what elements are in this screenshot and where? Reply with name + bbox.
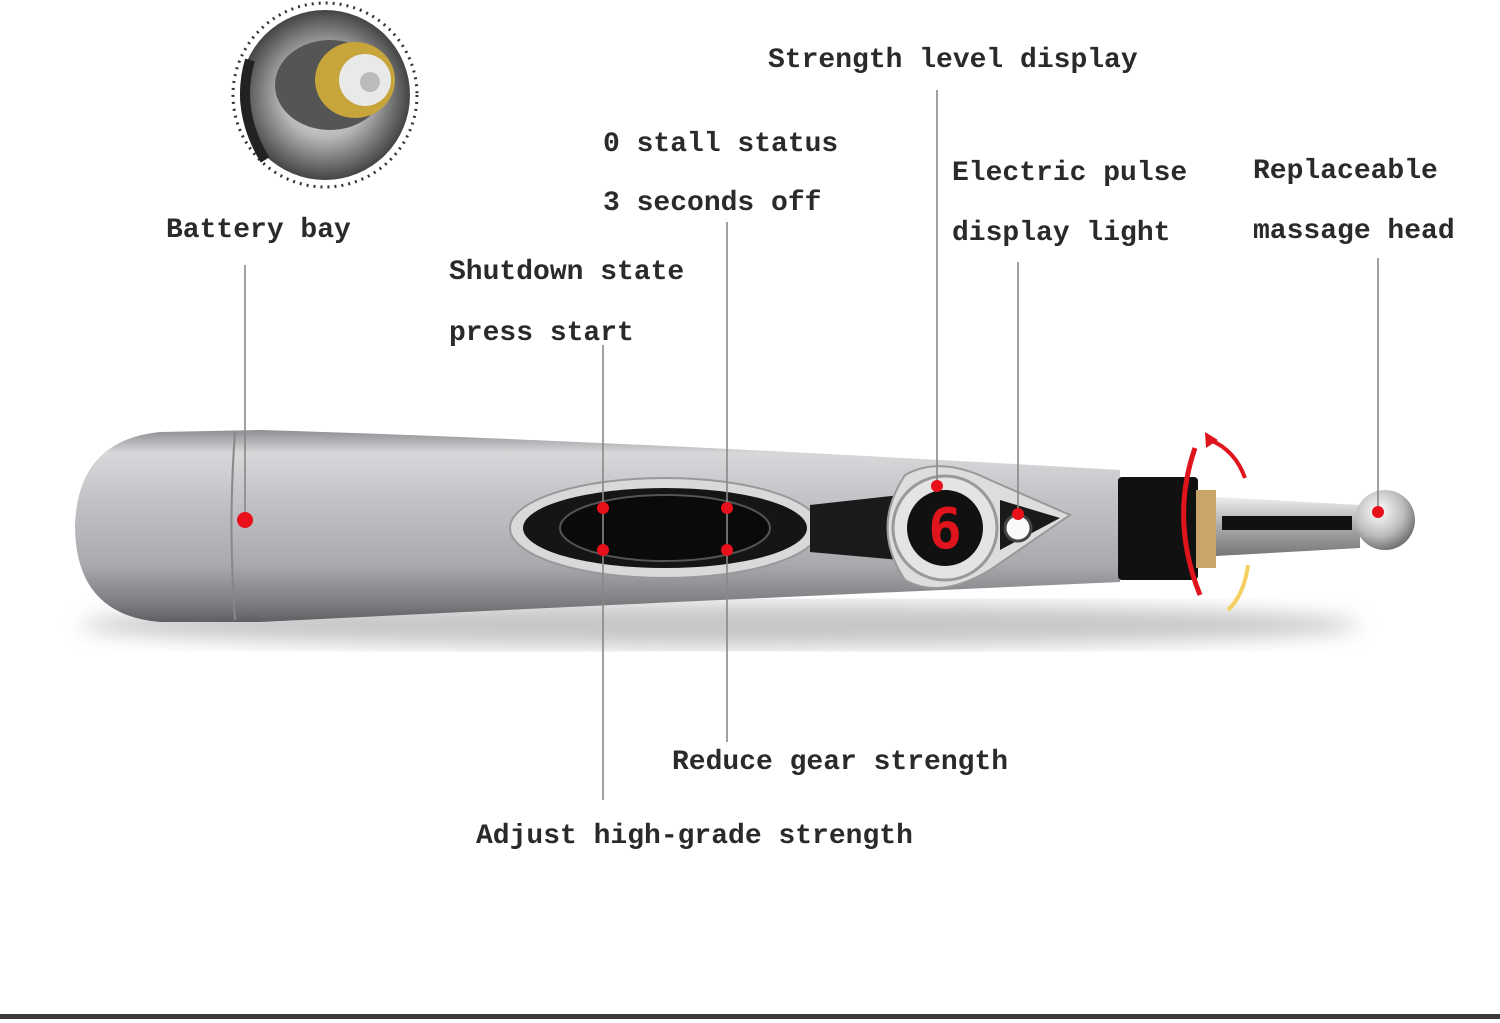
pen-device: 6 xyxy=(75,430,1415,622)
marker-dot xyxy=(1012,508,1024,520)
marker-dot xyxy=(237,512,253,528)
marker-dot xyxy=(931,480,943,492)
label-stall-status-2: 3 seconds off xyxy=(603,188,821,219)
label-shutdown: Shutdown state xyxy=(449,257,684,288)
marker-dot xyxy=(1372,506,1384,518)
label-stall-status: 0 stall status xyxy=(603,129,838,160)
bottom-border xyxy=(0,1014,1500,1019)
label-reduce: Reduce gear strength xyxy=(672,747,1008,778)
label-massage-head-2: massage head xyxy=(1253,216,1455,247)
marker-dot xyxy=(721,544,733,556)
marker-dot xyxy=(597,544,609,556)
label-massage-head: Replaceable xyxy=(1253,156,1438,187)
marker-dot xyxy=(597,502,609,514)
label-pulse-light: Electric pulse xyxy=(952,158,1187,189)
label-battery-bay: Battery bay xyxy=(166,215,351,246)
strength-digit-display: 6 xyxy=(928,497,962,562)
label-strength-display: Strength level display xyxy=(768,45,1138,76)
label-pulse-light-2: display light xyxy=(952,218,1170,249)
marker-dot xyxy=(721,502,733,514)
label-adjust: Adjust high-grade strength xyxy=(476,821,913,852)
label-shutdown-2: press start xyxy=(449,318,634,349)
battery-bay-inset-image xyxy=(231,1,419,189)
